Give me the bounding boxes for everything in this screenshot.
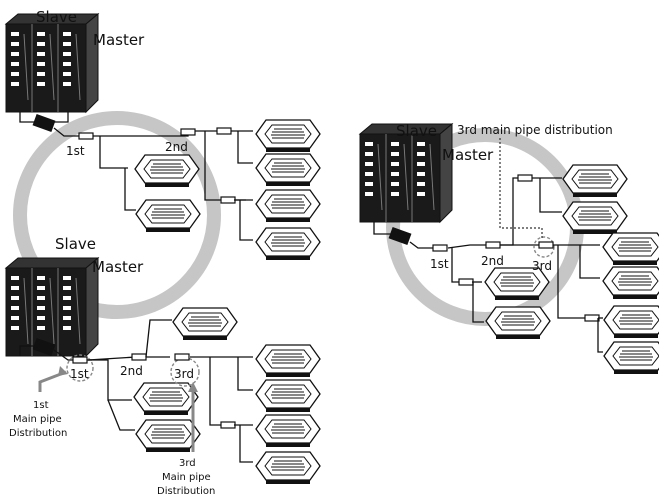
diagram-c: Slave Master 1st 2nd 3rd 3rd main pipe d… (359, 122, 659, 375)
y-branch-joint-icon (517, 174, 533, 182)
y-branch-joint-icon (432, 244, 448, 252)
cassette-indoor-unit-icon (133, 382, 199, 416)
callout-arrow (38, 370, 67, 392)
cassette-indoor-unit-icon (255, 153, 321, 187)
y-branch-joint-icon (584, 314, 600, 322)
y-branch-joint-icon (174, 353, 190, 361)
y-branch-joint-icon (131, 353, 147, 361)
cassette-indoor-unit-icon (135, 199, 201, 233)
callout-leader-line (499, 138, 543, 238)
y-branch-joint-icon (72, 356, 88, 364)
master-label: Master (92, 258, 144, 276)
master-label: Master (93, 31, 145, 49)
distribution-3rd-label: 3rd (174, 367, 194, 381)
distribution-2nd-label: 2nd (165, 140, 188, 154)
distribution-1st-label: 1st (66, 144, 85, 158)
distribution-2nd-label: 2nd (120, 364, 143, 378)
y-branch-joint-icon (78, 132, 94, 140)
cassette-indoor-unit-icon (255, 451, 321, 485)
outdoor-unit-icon (5, 257, 99, 357)
cassette-indoor-unit-icon (255, 189, 321, 223)
cassette-indoor-unit-icon (603, 341, 659, 375)
callout-1-line-3: Distribution (9, 428, 67, 439)
distribution-highlight-circle (533, 236, 555, 258)
slave-label: Slave (36, 8, 77, 26)
header-joint-icon (388, 226, 412, 246)
cassette-indoor-unit-icon (255, 344, 321, 378)
distribution-1st-label: 1st (70, 367, 89, 381)
cassette-indoor-unit-icon (485, 306, 551, 340)
callout-3-line-2: Main pipe (162, 472, 211, 483)
third-main-pipe-callout: 3rd main pipe distribution (457, 123, 613, 137)
distribution-1st-label: 1st (430, 257, 449, 271)
distribution-2nd-label: 2nd (481, 254, 504, 268)
y-branch-joint-icon (458, 278, 474, 286)
cassette-indoor-unit-icon (255, 227, 321, 261)
y-branch-joint-icon (180, 128, 196, 136)
distribution-highlight-circle (66, 354, 94, 382)
slave-label: Slave (55, 235, 96, 253)
distribution-3rd-label: 3rd (532, 259, 552, 273)
callout-3-line-3: Distribution (157, 486, 215, 497)
cassette-indoor-unit-icon (135, 419, 201, 453)
cassette-indoor-unit-icon (603, 305, 659, 339)
master-label: Master (442, 146, 494, 164)
y-branch-joint-icon (220, 421, 236, 429)
cassette-indoor-unit-icon (602, 232, 659, 266)
cassette-indoor-unit-icon (172, 307, 238, 341)
cassette-indoor-unit-icon (602, 266, 659, 300)
callout-1-line-2: Main pipe (13, 414, 62, 425)
callout-1-line-1: 1st (33, 400, 49, 411)
y-branch-joint-icon (485, 241, 501, 249)
cassette-indoor-unit-icon (255, 414, 321, 448)
cassette-indoor-unit-icon (134, 154, 200, 188)
y-branch-joint-icon (220, 196, 236, 204)
y-branch-joint-icon (538, 241, 554, 249)
callout-3-line-1: 3rd (179, 458, 196, 469)
cassette-indoor-unit-icon (562, 164, 628, 198)
diagram-a: Slave Master 1st 2nd (5, 8, 321, 319)
y-branch-joint-icon (216, 127, 232, 135)
slave-label: Slave (396, 122, 437, 140)
cassette-indoor-unit-icon (255, 119, 321, 153)
main-pipe-ring (13, 111, 221, 319)
diagram-b: Slave Master 1st 2nd 3rd 1st Main pipe D… (5, 235, 321, 497)
header-joint-icon (32, 113, 56, 133)
outdoor-unit-icon (5, 13, 99, 113)
header-joint-icon (32, 337, 56, 357)
cassette-indoor-unit-icon (562, 201, 628, 235)
cassette-indoor-unit-icon (255, 379, 321, 413)
